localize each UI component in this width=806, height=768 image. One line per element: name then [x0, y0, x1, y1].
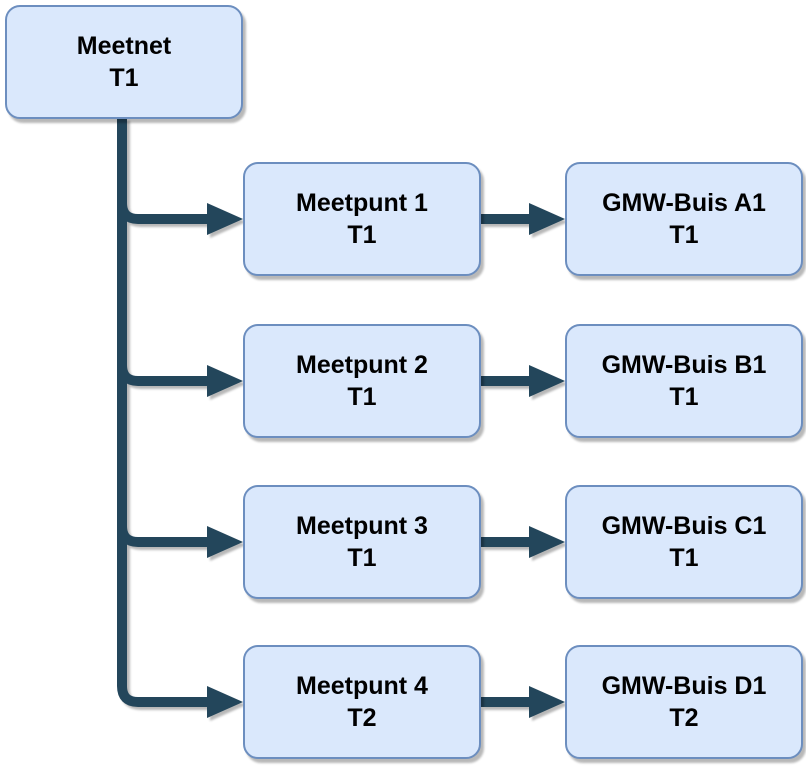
- edge-meetnet-to-meetpunt-3: [117, 118, 208, 547]
- arrowhead: [529, 365, 565, 397]
- node-meetpunt-1: Meetpunt 1 T1: [243, 162, 481, 276]
- arrowhead: [529, 203, 565, 235]
- node-label: Meetpunt 1: [296, 189, 428, 217]
- node-label: Meetnet: [76, 32, 172, 60]
- node-tier: T1: [669, 221, 699, 249]
- node-gmw-buis-a1: GMW-Buis A1 T1: [565, 162, 803, 276]
- edge-meetnet-to-meetpunt-1: [117, 118, 208, 224]
- node-meetpunt-2: Meetpunt 2 T1: [243, 324, 481, 438]
- node-meetpunt-3: Meetpunt 3 T1: [243, 485, 481, 599]
- node-tier: T1: [347, 544, 377, 572]
- node-tier: T1: [669, 383, 699, 411]
- node-tier: T1: [347, 221, 377, 249]
- arrowhead: [529, 686, 565, 718]
- node-label: GMW-Buis C1: [601, 512, 767, 540]
- edge-meetnet-to-meetpunt-2: [117, 118, 208, 386]
- arrowhead: [207, 203, 243, 235]
- arrowhead: [207, 686, 243, 718]
- node-gmw-buis-b1: GMW-Buis B1 T1: [565, 324, 803, 438]
- node-gmw-buis-d1: GMW-Buis D1 T2: [565, 645, 803, 759]
- node-label: GMW-Buis D1: [601, 672, 767, 700]
- node-tier: T2: [347, 704, 377, 732]
- arrowhead: [207, 365, 243, 397]
- node-meetpunt-4: Meetpunt 4 T2: [243, 645, 481, 759]
- edge-meetnet-to-meetpunt-4: [117, 118, 208, 707]
- node-label: Meetpunt 2: [296, 351, 428, 379]
- node-meetnet: Meetnet T1: [5, 5, 243, 119]
- arrowhead: [529, 526, 565, 558]
- node-tier: T1: [347, 383, 377, 411]
- node-tier: T1: [669, 544, 699, 572]
- node-gmw-buis-c1: GMW-Buis C1 T1: [565, 485, 803, 599]
- node-label: GMW-Buis A1: [602, 189, 766, 217]
- node-label: Meetpunt 3: [296, 512, 428, 540]
- node-label: GMW-Buis B1: [601, 351, 767, 379]
- node-label: Meetpunt 4: [296, 672, 428, 700]
- node-tier: T1: [109, 64, 139, 92]
- arrowhead: [207, 526, 243, 558]
- node-tier: T2: [669, 704, 699, 732]
